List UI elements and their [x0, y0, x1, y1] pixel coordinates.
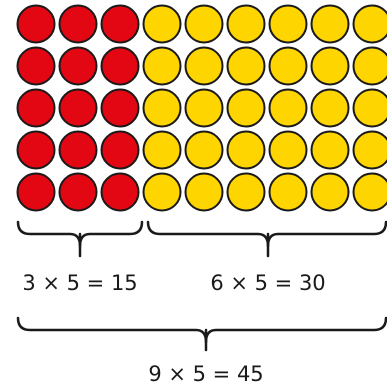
yellow-dot — [184, 130, 224, 170]
yellow-dot — [268, 46, 308, 86]
red-dot — [16, 88, 56, 128]
red-dot — [16, 4, 56, 44]
brace-total — [16, 316, 387, 344]
red-dot — [58, 4, 98, 44]
yellow-dot — [184, 172, 224, 212]
red-dot — [58, 46, 98, 86]
yellow-dot — [226, 172, 266, 212]
yellow-dot — [226, 88, 266, 128]
red-dot — [100, 88, 140, 128]
yellow-dot — [142, 46, 182, 86]
yellow-dot — [310, 130, 350, 170]
yellow-dot — [352, 172, 387, 212]
dot-array — [16, 4, 387, 212]
red-dot — [100, 130, 140, 170]
red-dot — [100, 172, 140, 212]
yellow-dot — [142, 172, 182, 212]
yellow-dot — [226, 4, 266, 44]
red-dot — [58, 172, 98, 212]
yellow-dot — [142, 4, 182, 44]
red-dot — [100, 46, 140, 86]
yellow-dot — [268, 4, 308, 44]
red-dot — [16, 46, 56, 86]
yellow-dot — [310, 4, 350, 44]
red-dot — [16, 172, 56, 212]
yellow-dot — [142, 130, 182, 170]
yellow-dot — [352, 46, 387, 86]
yellow-dot — [184, 46, 224, 86]
yellow-dot — [268, 88, 308, 128]
yellow-dot — [310, 172, 350, 212]
yellow-dot — [310, 88, 350, 128]
yellow-dot — [352, 4, 387, 44]
yellow-dot — [352, 88, 387, 128]
right-group-equation: 6 × 5 = 30 — [210, 271, 325, 295]
yellow-dot — [142, 88, 182, 128]
red-dot — [16, 130, 56, 170]
yellow-dot — [352, 130, 387, 170]
yellow-dot — [268, 172, 308, 212]
total-equation: 9 × 5 = 45 — [148, 362, 263, 386]
yellow-dot — [310, 46, 350, 86]
red-dot — [58, 130, 98, 170]
yellow-dot — [226, 130, 266, 170]
red-dot — [58, 88, 98, 128]
yellow-dot — [268, 130, 308, 170]
yellow-dot — [184, 88, 224, 128]
left-group-equation: 3 × 5 = 15 — [22, 271, 137, 295]
yellow-dot — [184, 4, 224, 44]
yellow-dot — [226, 46, 266, 86]
red-dot — [100, 4, 140, 44]
